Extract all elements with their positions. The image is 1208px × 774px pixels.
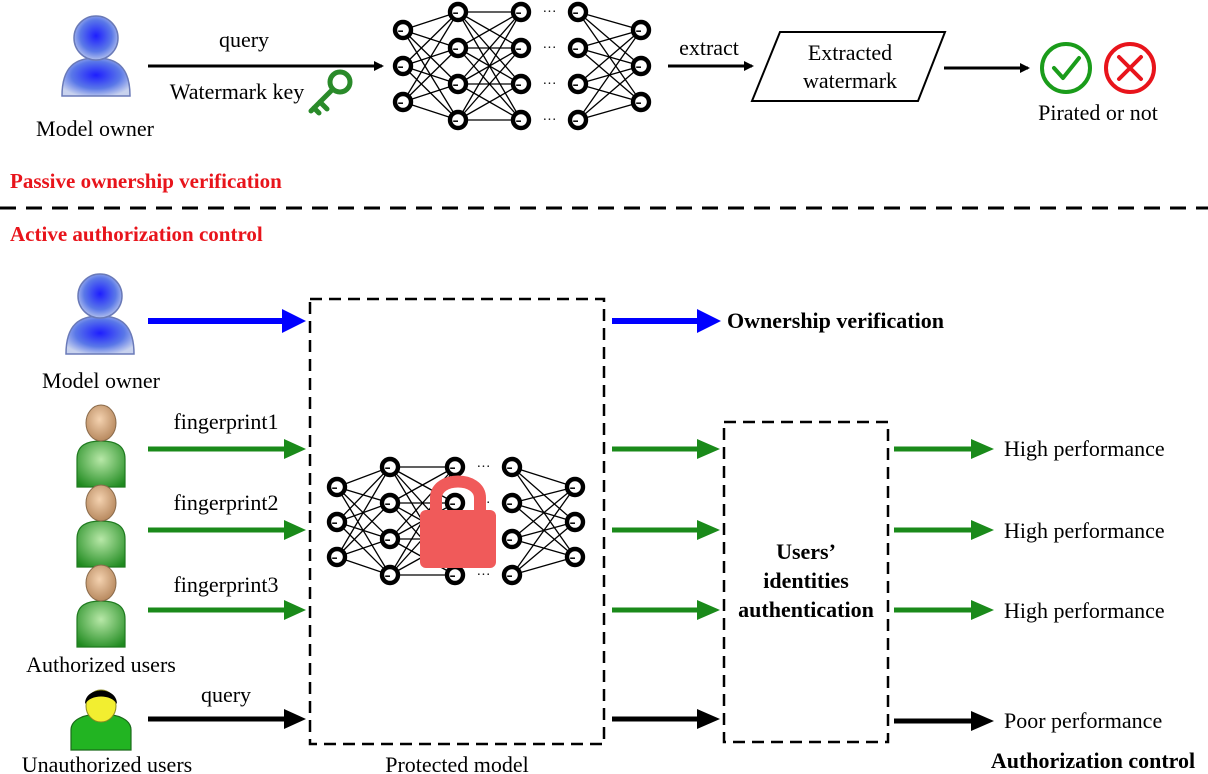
out-arrow-2-head	[971, 520, 994, 540]
network-node	[510, 73, 532, 95]
authorized-user-icon-3	[76, 564, 126, 648]
network-node	[564, 476, 586, 498]
bottom-query-label: query	[201, 682, 251, 707]
network-node	[564, 546, 586, 568]
top-owner-label: Model owner	[36, 116, 155, 141]
auth-line1: Users’	[776, 539, 836, 564]
top-key-label: Watermark key	[170, 79, 304, 104]
mid-arrow-2-head	[697, 520, 720, 540]
ellipsis-mark: ···	[477, 568, 491, 583]
network-node	[510, 1, 532, 23]
authentication-box	[722, 420, 890, 744]
network-node	[447, 109, 469, 131]
network-node	[510, 109, 532, 131]
extracted-line2: watermark	[803, 68, 897, 93]
out-arrow-4-head	[971, 711, 994, 731]
fingerprint3-arrow-head	[284, 600, 306, 620]
unauthorized-user-icon	[70, 689, 132, 751]
lock-icon	[420, 475, 496, 568]
passive-section-label: Passive ownership verification	[10, 169, 282, 193]
owner-input-arrow-head	[282, 309, 306, 333]
network-node	[501, 456, 523, 478]
query-input-arrow-head	[284, 709, 306, 729]
network-node	[444, 456, 466, 478]
mid-arrow-1-head	[697, 439, 720, 459]
ellipsis-mark: ···	[477, 460, 491, 475]
top-neural-network: ··· ··· ··· ···	[392, 1, 652, 131]
auth-line2: identities	[763, 568, 849, 593]
network-node	[567, 109, 589, 131]
network-node	[326, 476, 348, 498]
network-node	[447, 37, 469, 59]
cross-icon	[1104, 42, 1156, 94]
network-node	[630, 55, 652, 77]
ellipsis-mark: ···	[543, 113, 557, 128]
output-label-4: Poor performance	[1004, 708, 1162, 733]
mid-arrow-4-head	[697, 709, 720, 729]
extracted-line1: Extracted	[808, 40, 892, 65]
fingerprint2-label: fingerprint2	[173, 490, 278, 515]
network-node	[630, 91, 652, 113]
network-node	[392, 55, 414, 77]
check-icon	[1040, 42, 1092, 94]
network-node	[501, 492, 523, 514]
ownership-verification-label: Ownership verification	[727, 308, 944, 333]
ownership-output-arrow-head	[697, 309, 721, 333]
output-label-1: High performance	[1004, 436, 1165, 461]
out-arrow-3-head	[971, 600, 994, 620]
extracted-watermark-box	[750, 31, 947, 102]
active-section-label: Active authorization control	[10, 222, 263, 246]
network-node	[501, 564, 523, 586]
protected-model-label: Protected model	[385, 752, 529, 774]
fingerprint1-arrow-head	[284, 439, 306, 459]
network-node	[326, 546, 348, 568]
fingerprint3-label: fingerprint3	[173, 572, 278, 597]
unauthorized-users-label: Unauthorized users	[22, 752, 192, 774]
network-node	[567, 73, 589, 95]
top-query-label: query	[219, 27, 269, 52]
network-node	[501, 528, 523, 550]
network-node	[379, 564, 401, 586]
network-node	[379, 456, 401, 478]
protected-model-box	[308, 297, 606, 746]
fingerprint2-arrow-head	[284, 520, 306, 540]
output-label-3: High performance	[1004, 598, 1165, 623]
output-label-2: High performance	[1004, 518, 1165, 543]
network-node	[444, 492, 466, 514]
watermark-key-icon	[308, 69, 353, 116]
network-node	[392, 91, 414, 113]
ellipsis-mark: ···	[543, 5, 557, 20]
network-node	[447, 73, 469, 95]
auth-line3: authentication	[738, 597, 874, 622]
network-node	[510, 37, 532, 59]
network-node	[379, 492, 401, 514]
network-node	[447, 1, 469, 23]
mid-arrow-3-head	[697, 600, 720, 620]
ellipsis-mark: ···	[543, 41, 557, 56]
network-node	[567, 1, 589, 23]
network-node	[392, 19, 414, 41]
network-node	[567, 37, 589, 59]
top-owner-icon	[61, 15, 131, 97]
bottom-owner-label: Model owner	[42, 368, 161, 393]
network-node	[444, 564, 466, 586]
out-arrow-1-head	[971, 439, 994, 459]
network-node	[326, 511, 348, 533]
authorized-users-label: Authorized users	[26, 652, 176, 677]
result-label: Pirated or not	[1038, 100, 1158, 125]
extract-label: extract	[679, 35, 739, 60]
network-node	[630, 19, 652, 41]
authorization-control-label: Authorization control	[991, 748, 1195, 773]
network-node	[564, 511, 586, 533]
authorized-user-icon-1	[76, 404, 126, 488]
bottom-owner-icon	[65, 273, 135, 355]
network-node	[379, 528, 401, 550]
fingerprint1-label: fingerprint1	[173, 409, 278, 434]
authorized-user-icon-2	[76, 484, 126, 568]
ellipsis-mark: ···	[543, 77, 557, 92]
